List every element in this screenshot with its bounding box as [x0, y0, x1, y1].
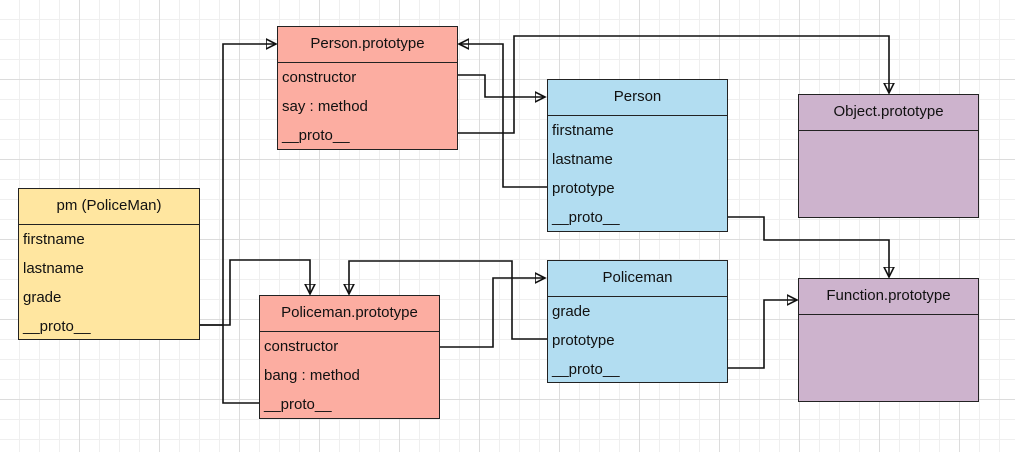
person-prototype-box: Person.prototype constructor say : metho… — [277, 26, 458, 150]
field-say-method: say : method — [282, 98, 368, 115]
arrow-pm-proto-to-policeman-prototype — [200, 259, 310, 326]
field-bang-method: bang : method — [264, 367, 360, 384]
pm-policeman-box: pm (PoliceMan) firstname lastname grade … — [18, 188, 200, 340]
field-firstname: firstname — [552, 122, 614, 139]
field-constructor: constructor — [264, 338, 339, 355]
policeman-prototype-box: Policeman.prototype constructor bang : m… — [259, 295, 440, 419]
object-prototype-box: Object.prototype — [798, 94, 979, 218]
field-proto: __proto__ — [282, 127, 350, 144]
arrow-person-prototype-constructor-to-person — [457, 74, 545, 97]
person-box: Person firstname lastname prototype __pr… — [547, 79, 728, 232]
field-constructor: constructor — [282, 69, 357, 86]
function-prototype-box: Function.prototype — [798, 278, 979, 402]
box-title: Function.prototype — [799, 279, 978, 315]
field-proto: __proto__ — [552, 209, 620, 226]
field-lastname: lastname — [23, 260, 84, 277]
field-proto: __proto__ — [264, 396, 332, 413]
field-proto: __proto__ — [23, 318, 91, 335]
field-prototype: prototype — [552, 180, 615, 197]
field-prototype: prototype — [552, 332, 615, 349]
field-firstname: firstname — [23, 231, 85, 248]
box-title: Policeman — [548, 261, 727, 297]
arrow-pm-proto-to-person-prototype — [200, 44, 276, 326]
field-grade: grade — [552, 303, 591, 320]
arrow-policeman-prototype-field-to-policeman-prototype — [349, 260, 547, 340]
box-title: Person.prototype — [278, 27, 457, 63]
box-title: pm (PoliceMan) — [19, 189, 199, 225]
box-title: Object.prototype — [799, 95, 978, 131]
arrow-policeman-prototype-constructor-to-policeman — [439, 278, 545, 348]
field-proto: __proto__ — [552, 361, 620, 378]
box-title: Policeman.prototype — [260, 296, 439, 332]
arrow-policeman-prototype-proto-to-person-prototype — [222, 325, 260, 404]
policeman-box: Policeman grade prototype __proto__ — [547, 260, 728, 383]
field-grade: grade — [23, 289, 62, 306]
field-lastname: lastname — [552, 151, 613, 168]
arrow-person-prototype-proto-to-object-prototype — [457, 35, 889, 134]
box-title: Person — [548, 80, 727, 116]
arrow-policeman-proto-to-function-prototype — [727, 300, 797, 369]
arrow-person-prototype-field-to-person-prototype — [459, 44, 547, 188]
arrow-person-proto-to-function-prototype — [727, 216, 889, 277]
